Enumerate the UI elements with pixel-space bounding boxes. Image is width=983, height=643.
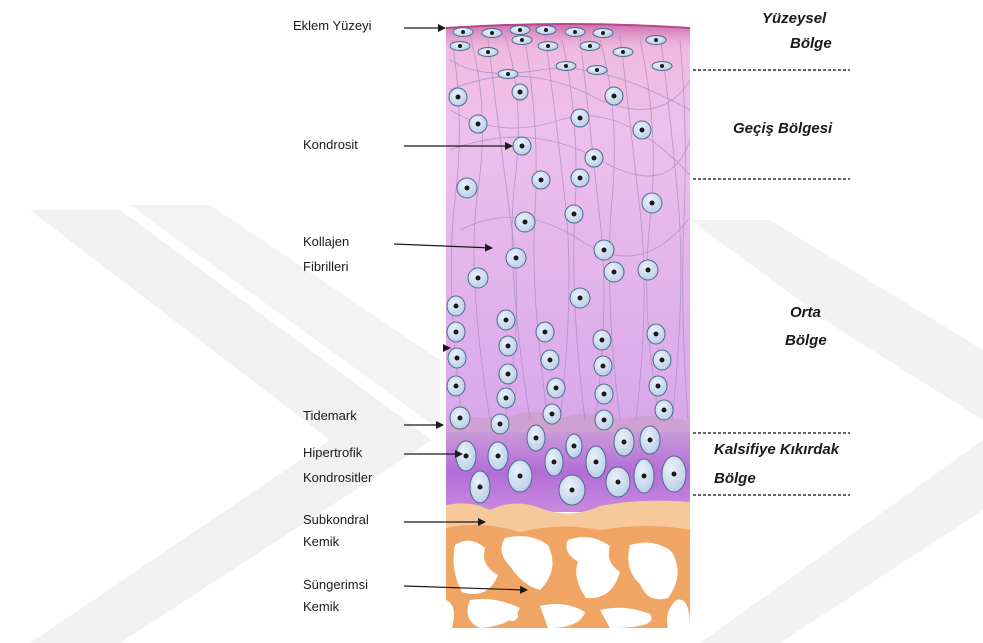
label-hypertrophic-line1: Hipertrofik bbox=[303, 443, 362, 463]
label-tidemark: Tidemark bbox=[303, 406, 357, 426]
label-collagen-line2: Fibrilleri bbox=[303, 257, 349, 277]
zone-calcified-line2: Bölge bbox=[714, 468, 756, 490]
label-subchondral-line1: Subkondral bbox=[303, 510, 369, 530]
label-collagen-line1: Kollajen bbox=[303, 232, 349, 252]
zone-transitional: Geçiş Bölgesi bbox=[733, 118, 832, 140]
label-hypertrophic-line2: Kondrositler bbox=[303, 468, 372, 488]
zone-superficial-line2: Bölge bbox=[790, 33, 832, 55]
label-chondrocyte: Kondrosit bbox=[303, 135, 358, 155]
zone-calcified-line1: Kalsifiye Kıkırdak bbox=[714, 439, 839, 461]
label-articular-surface: Eklem Yüzeyi bbox=[293, 16, 372, 36]
label-cancellous-line1: Süngerimsi bbox=[303, 575, 368, 595]
zone-middle-line1: Orta bbox=[790, 302, 821, 324]
zone-middle-line2: Bölge bbox=[785, 330, 827, 352]
label-cancellous-line2: Kemik bbox=[303, 597, 339, 617]
label-subchondral-line2: Kemik bbox=[303, 532, 339, 552]
zone-superficial-line1: Yüzeysel bbox=[762, 8, 826, 30]
